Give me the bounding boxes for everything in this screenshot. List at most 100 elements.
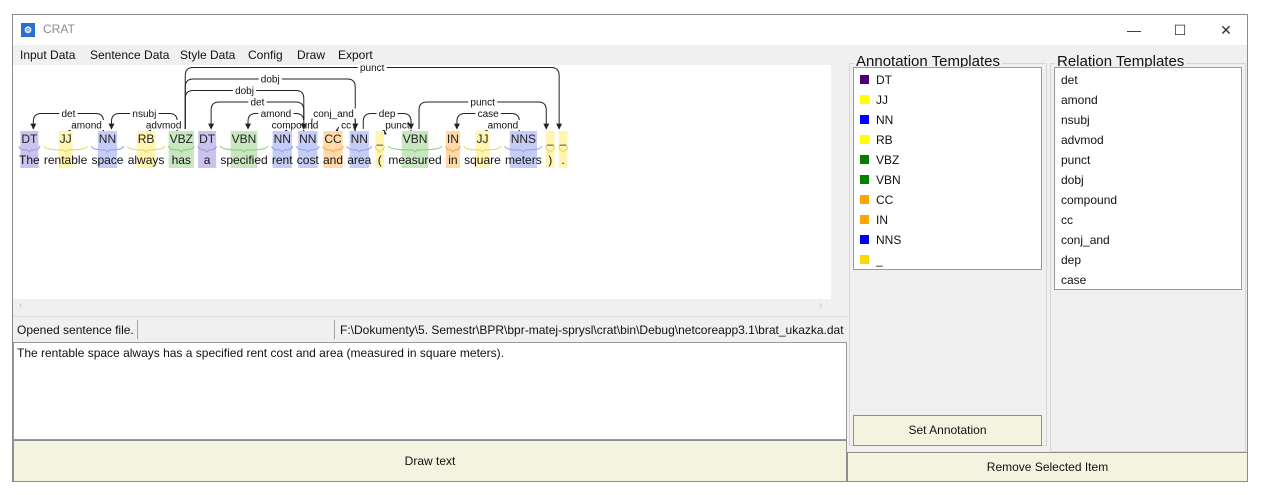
relation-template-item[interactable]: advmod bbox=[1061, 133, 1104, 147]
menu-style-data[interactable]: Style Data bbox=[180, 48, 236, 62]
annotation-tag[interactable]: _ bbox=[546, 132, 554, 146]
set-annotation-button[interactable]: Set Annotation bbox=[853, 415, 1042, 446]
annotation-tag[interactable]: DT bbox=[199, 132, 216, 146]
annotation-visualization[interactable]: detamondnsubjadvmoddetamondcompounddobjd… bbox=[13, 65, 831, 299]
annotation-span-background[interactable] bbox=[20, 131, 39, 168]
annotation-tag[interactable]: JJ bbox=[60, 132, 72, 146]
annotation-span-background[interactable] bbox=[349, 131, 369, 168]
relation-label[interactable]: nsubj bbox=[132, 109, 156, 120]
annotation-span-background[interactable] bbox=[323, 131, 343, 168]
relation-template-item[interactable]: dep bbox=[1061, 253, 1082, 267]
sentence-word[interactable]: has bbox=[172, 153, 191, 167]
relation-template-item[interactable]: amond bbox=[1061, 93, 1098, 107]
minimize-button[interactable]: — bbox=[1127, 22, 1141, 38]
annotation-tag[interactable]: CC bbox=[324, 132, 342, 146]
annotation-tag[interactable]: RB bbox=[138, 132, 155, 146]
annotation-span-background[interactable] bbox=[272, 131, 292, 168]
remove-selected-item-button[interactable]: Remove Selected Item bbox=[847, 452, 1247, 481]
relation-label[interactable]: dobj bbox=[261, 75, 280, 86]
annotation-span-background[interactable] bbox=[558, 131, 568, 168]
menu-sentence-data[interactable]: Sentence Data bbox=[90, 48, 170, 62]
annotation-span-background[interactable] bbox=[58, 131, 73, 168]
relation-template-item[interactable]: det bbox=[1061, 73, 1078, 87]
menu-input-data[interactable]: Input Data bbox=[20, 48, 76, 62]
sentence-word[interactable]: ) bbox=[548, 153, 552, 167]
annotation-span-background[interactable] bbox=[445, 131, 460, 168]
annotation-tag[interactable]: NN bbox=[274, 132, 291, 146]
sentence-word[interactable]: space bbox=[91, 153, 123, 167]
annotation-tag[interactable]: _ bbox=[375, 132, 383, 146]
relation-label[interactable]: punct bbox=[360, 65, 385, 74]
sentence-word[interactable]: and bbox=[323, 153, 343, 167]
annotation-tag[interactable]: DT bbox=[21, 132, 38, 146]
annotation-tag[interactable]: NN bbox=[99, 132, 116, 146]
annotation-tag[interactable]: VBN bbox=[403, 132, 428, 146]
relation-label[interactable]: det bbox=[251, 98, 265, 109]
sentence-word[interactable]: rent bbox=[272, 153, 293, 167]
relation-template-item[interactable]: compound bbox=[1061, 193, 1118, 207]
relation-label[interactable]: compound bbox=[272, 121, 319, 132]
close-button[interactable]: ✕ bbox=[1220, 22, 1232, 38]
relation-template-item[interactable]: conj_and bbox=[1061, 233, 1110, 247]
annotation-tag[interactable]: _ bbox=[559, 132, 567, 146]
relation-template-item[interactable]: cc bbox=[1061, 213, 1073, 227]
relation-label[interactable]: conj_and bbox=[313, 109, 354, 120]
annotation-tag[interactable]: VBZ bbox=[170, 132, 193, 146]
relation-label[interactable]: amond bbox=[261, 109, 292, 120]
scroll-left-icon[interactable]: ‹ bbox=[19, 300, 23, 311]
annotation-tag[interactable]: IN bbox=[447, 132, 459, 146]
draw-text-button[interactable]: Draw text bbox=[13, 440, 847, 481]
annotation-span-background[interactable] bbox=[545, 131, 555, 168]
relation-template-item[interactable]: nsubj bbox=[1061, 113, 1090, 127]
relation-label[interactable]: dobj bbox=[235, 86, 254, 97]
sentence-word[interactable]: a bbox=[204, 153, 211, 167]
relation-template-item[interactable]: case bbox=[1061, 273, 1087, 287]
sentence-word[interactable]: area bbox=[347, 153, 371, 167]
relation-templates-list[interactable]: det amond nsubj advmod punct dobj compound cc co… bbox=[1054, 67, 1242, 290]
menu-export[interactable]: Export bbox=[338, 48, 373, 62]
canvas-horizontal-scrollbar[interactable]: ‹ › bbox=[13, 299, 831, 316]
relation-label[interactable]: amond bbox=[488, 121, 519, 132]
sentence-word[interactable]: The bbox=[19, 153, 40, 167]
annotation-span-background[interactable] bbox=[198, 131, 217, 168]
sentence-word[interactable]: measured bbox=[388, 153, 441, 167]
annotation-tag[interactable]: JJ bbox=[476, 132, 488, 146]
relation-label[interactable]: cc bbox=[341, 121, 351, 132]
annotation-tag[interactable]: VBN bbox=[232, 132, 257, 146]
sentence-word[interactable]: rentable bbox=[44, 153, 88, 167]
sentence-word[interactable]: square bbox=[464, 153, 501, 167]
annotation-tag[interactable]: NN bbox=[351, 132, 368, 146]
annotation-span-background[interactable] bbox=[298, 131, 318, 168]
sentence-word[interactable]: in bbox=[448, 153, 457, 167]
annotation-template-label: JJ bbox=[876, 93, 888, 107]
maximize-button[interactable]: ☐ bbox=[1173, 22, 1187, 38]
sentence-word[interactable]: ( bbox=[378, 153, 382, 167]
scroll-right-icon[interactable]: › bbox=[819, 300, 823, 311]
relation-label-background bbox=[258, 108, 294, 119]
sentence-word[interactable]: . bbox=[561, 153, 564, 167]
relation-label[interactable]: dep bbox=[379, 109, 396, 120]
relation-template-item[interactable]: dobj bbox=[1061, 173, 1084, 187]
relation-label[interactable]: punct bbox=[470, 98, 495, 109]
annotation-span-background[interactable] bbox=[136, 131, 156, 168]
sentence-word[interactable]: always bbox=[128, 153, 165, 167]
relation-label[interactable]: punct bbox=[385, 121, 410, 132]
sentence-input[interactable]: The rentable space always has a specifie… bbox=[13, 342, 847, 440]
annotation-span-background[interactable] bbox=[475, 131, 490, 168]
annotation-tag[interactable]: NNS bbox=[511, 132, 536, 146]
sentence-word[interactable]: specified bbox=[220, 153, 267, 167]
relation-label[interactable]: advmod bbox=[146, 121, 182, 132]
annotation-span-background[interactable] bbox=[375, 131, 385, 168]
relation-label[interactable]: det bbox=[61, 109, 75, 120]
menu-config[interactable]: Config bbox=[248, 48, 283, 62]
relation-label[interactable]: amond bbox=[71, 121, 102, 132]
annotation-tag[interactable]: NN bbox=[299, 132, 316, 146]
relation-label[interactable]: case bbox=[478, 109, 500, 120]
annotation-span-background[interactable] bbox=[97, 131, 118, 168]
relation-template-item[interactable]: punct bbox=[1061, 153, 1091, 167]
sentence-word[interactable]: cost bbox=[297, 153, 320, 167]
menu-draw[interactable]: Draw bbox=[297, 48, 326, 62]
sentence-word[interactable]: meters bbox=[505, 153, 542, 167]
